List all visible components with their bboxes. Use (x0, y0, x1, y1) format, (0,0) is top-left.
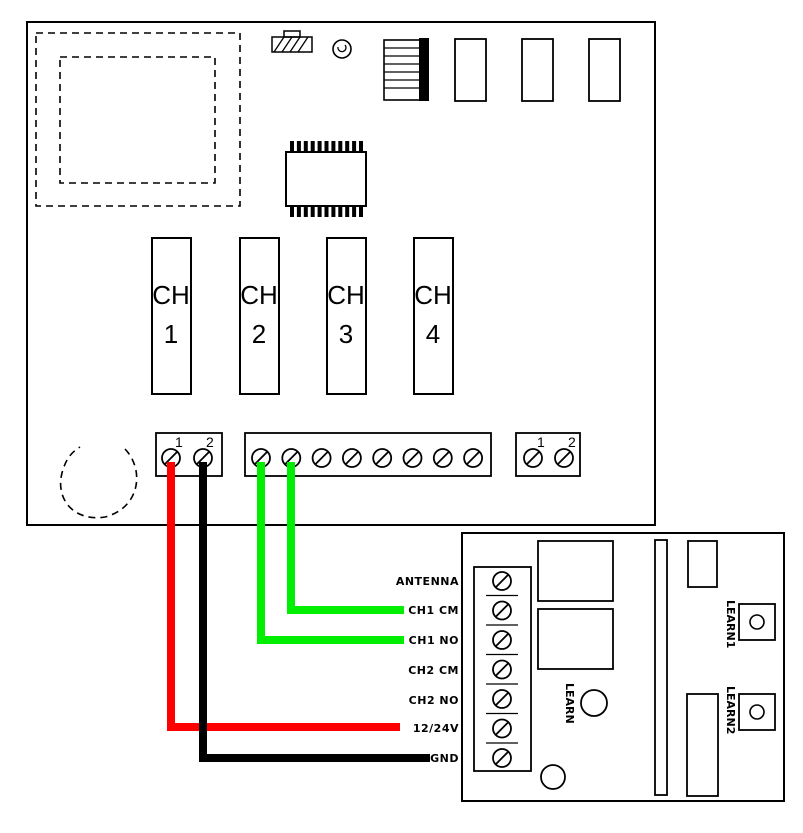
wires (167, 462, 430, 762)
ic-pin (338, 141, 343, 151)
ic-pin (310, 207, 315, 217)
receiver-terminal-screw-2 (492, 600, 512, 621)
label-antenna: ANTENNA (396, 575, 459, 588)
learn-label: LEARN (563, 683, 576, 724)
relay-ch4-number: 4 (426, 319, 440, 349)
ic-pin (345, 207, 350, 217)
receiver-terminal-screw-5 (492, 689, 512, 709)
ic-pin (296, 207, 301, 217)
ic-pin (359, 207, 363, 217)
label-ch2-no: CH2 NO (409, 694, 459, 707)
output-terminal-screw-4 (341, 448, 362, 468)
label-ch1-no: CH1 NO (409, 634, 459, 647)
ic-pin (310, 141, 315, 151)
relay-ch2-number: 2 (252, 319, 266, 349)
ic-pin (317, 141, 322, 151)
ic-pin (317, 207, 322, 217)
transformer-outline-outer (35, 32, 241, 207)
learn1-button (738, 603, 776, 641)
right-pin-2-label: 2 (568, 434, 576, 450)
ic-pin (338, 207, 343, 217)
receiver-small-component (687, 540, 718, 588)
power-pin-1-label: 1 (175, 434, 183, 450)
receiver-antenna-strip (654, 539, 668, 796)
pin-header (383, 38, 429, 101)
output-terminal-screw-8 (463, 448, 484, 468)
relay-ch1-label: CH (152, 280, 190, 310)
relay-ch1-number: 1 (164, 319, 178, 349)
output-terminal-screw-5 (372, 448, 393, 468)
ic-pin (303, 207, 308, 217)
right-terminal-screw-1 (523, 448, 543, 468)
ic-pin (331, 207, 336, 217)
ic-pin (290, 207, 294, 217)
wire-green-ch1-cm (287, 462, 404, 614)
receiver-tall-component (686, 693, 719, 797)
relay-ch4: CH 4 (413, 237, 454, 395)
output-terminal-screw-1 (251, 448, 271, 468)
relay-ch2-label: CH (240, 280, 278, 310)
ic-pin (352, 207, 357, 217)
wire-black-gnd (199, 462, 430, 762)
led-indicator (332, 39, 352, 59)
wire-red-12-24v (167, 462, 400, 731)
ic-pin (331, 141, 336, 151)
top-component-3 (588, 38, 621, 102)
power-pin-2-label: 2 (206, 434, 214, 450)
relay-ch3-label: CH (327, 280, 365, 310)
receiver-terminal-block (473, 566, 532, 772)
wire-green-ch1-no (257, 462, 404, 644)
output-terminal-screw-3 (311, 448, 332, 468)
label-ch1-cm: CH1 CM (408, 604, 459, 617)
receiver-terminal-screw-4 (492, 659, 512, 680)
learn1-label: LEARN1 (724, 600, 737, 648)
ic-pin (324, 141, 329, 151)
ic-pin (290, 141, 294, 151)
hatched-component (271, 30, 313, 53)
relay-ch3-number: 3 (339, 319, 353, 349)
ic-pin (352, 141, 357, 151)
receiver-board (461, 532, 785, 802)
relay-ch4-label: CH (414, 280, 452, 310)
receiver-terminal-screw-1 (492, 571, 512, 591)
main-board (26, 21, 656, 526)
receiver-relay-2 (537, 608, 614, 670)
ic-pin (303, 141, 308, 151)
label-gnd: GND (430, 752, 459, 765)
receiver-screws (486, 571, 518, 768)
receiver-bottom-circle (540, 764, 566, 790)
learn2-button (738, 693, 776, 731)
label-12-24v: 12/24V (413, 722, 459, 735)
learn-button (580, 689, 608, 717)
output-terminal-screw-2 (281, 448, 302, 468)
ic-pin (359, 141, 363, 151)
receiver-terminal-screw-7 (492, 748, 512, 768)
receiver-relay-1 (537, 540, 614, 602)
label-ch2-cm: CH2 CM (408, 664, 459, 677)
ic-pin (324, 207, 329, 217)
top-component-2 (521, 38, 554, 102)
right-pin-1-label: 1 (537, 434, 545, 450)
output-terminal-screw-6 (402, 448, 423, 468)
main-board-screws (161, 448, 574, 468)
output-terminal-screw-7 (432, 448, 453, 468)
relay-ch2: CH 2 (239, 237, 280, 395)
transformer-outline-inner (59, 56, 216, 184)
ic-pin (345, 141, 350, 151)
relay-ch1: CH 1 (151, 237, 192, 395)
output-terminal-block (244, 432, 492, 477)
power-terminal-block: 1 2 (155, 432, 223, 477)
right-terminal-block: 1 2 (515, 432, 581, 477)
receiver-terminal-labels: ANTENNA CH1 CM CH1 NO CH2 CM CH2 NO 12/2… (396, 575, 459, 765)
receiver-terminal-screw-3 (492, 630, 512, 650)
relay-ch3: CH 3 (326, 237, 367, 395)
top-component-1 (454, 38, 487, 102)
receiver-terminal-screw-6 (492, 718, 512, 739)
ic-chip (285, 141, 367, 217)
buzzer-outline (59, 446, 138, 519)
learn2-label: LEARN2 (724, 686, 737, 734)
ic-pin (296, 141, 301, 151)
right-terminal-screw-2 (554, 448, 574, 468)
